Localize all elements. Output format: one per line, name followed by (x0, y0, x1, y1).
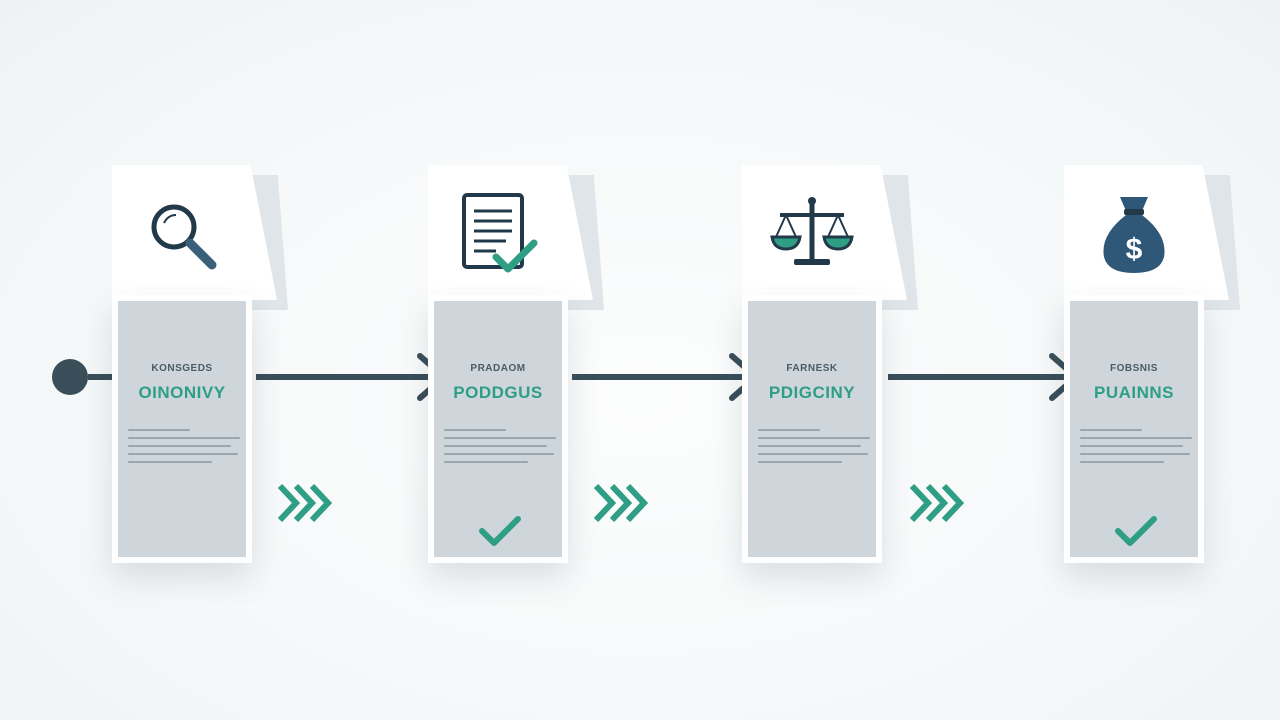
card-header (742, 165, 907, 300)
step-card-2: PRADAOM PODDGUS (428, 165, 604, 565)
card-header (428, 165, 593, 300)
step-subtitle: PRADAOM (470, 363, 526, 374)
card-panel: PRADAOM PODDGUS (434, 301, 562, 557)
placeholder-text-lines (444, 429, 556, 469)
money-bag-icon: $ (1103, 197, 1165, 273)
svg-text:$: $ (1126, 233, 1143, 266)
card-panel: FOBSNIS PUAINNS (1070, 301, 1198, 557)
scales-icon (770, 197, 854, 265)
step-title: PUAINNS (1093, 383, 1174, 402)
checkmark-icon (1115, 516, 1157, 546)
magnifier-icon (151, 204, 217, 270)
card-header: $ (1064, 165, 1229, 300)
chevron-right-icon (909, 483, 965, 523)
card-body: KONSGEDS OINONIVY (112, 295, 252, 563)
checkmark-icon (479, 516, 521, 546)
step-subtitle: FARNESK (786, 363, 838, 374)
card-body: PRADAOM PODDGUS (428, 295, 568, 563)
placeholder-text-lines (758, 429, 870, 469)
card-panel: FARNESK PDIGCINY (748, 301, 876, 557)
placeholder-text-lines (1080, 429, 1192, 469)
timeline-start-dot (52, 359, 88, 395)
card-panel: KONSGEDS OINONIVY (118, 301, 246, 557)
step-card-1: KONSGEDS OINONIVY (112, 165, 288, 565)
step-card-4: $ FOBSNIS PUAINNS (1064, 165, 1240, 565)
step-subtitle: KONSGEDS (151, 363, 213, 374)
placeholder-text-lines (128, 429, 240, 469)
step-title: PODDGUS (453, 383, 543, 402)
document-check-icon (462, 193, 538, 273)
card-body: FARNESK PDIGCINY (742, 295, 882, 563)
step-card-3: FARNESK PDIGCINY (742, 165, 918, 565)
card-header (112, 165, 277, 300)
card-body: FOBSNIS PUAINNS (1064, 295, 1204, 563)
step-subtitle: FOBSNIS (1110, 363, 1158, 374)
step-title: OINONIVY (138, 383, 226, 402)
chevron-right-icon (277, 483, 333, 523)
chevron-right-icon (593, 483, 649, 523)
step-title: PDIGCINY (768, 383, 856, 402)
